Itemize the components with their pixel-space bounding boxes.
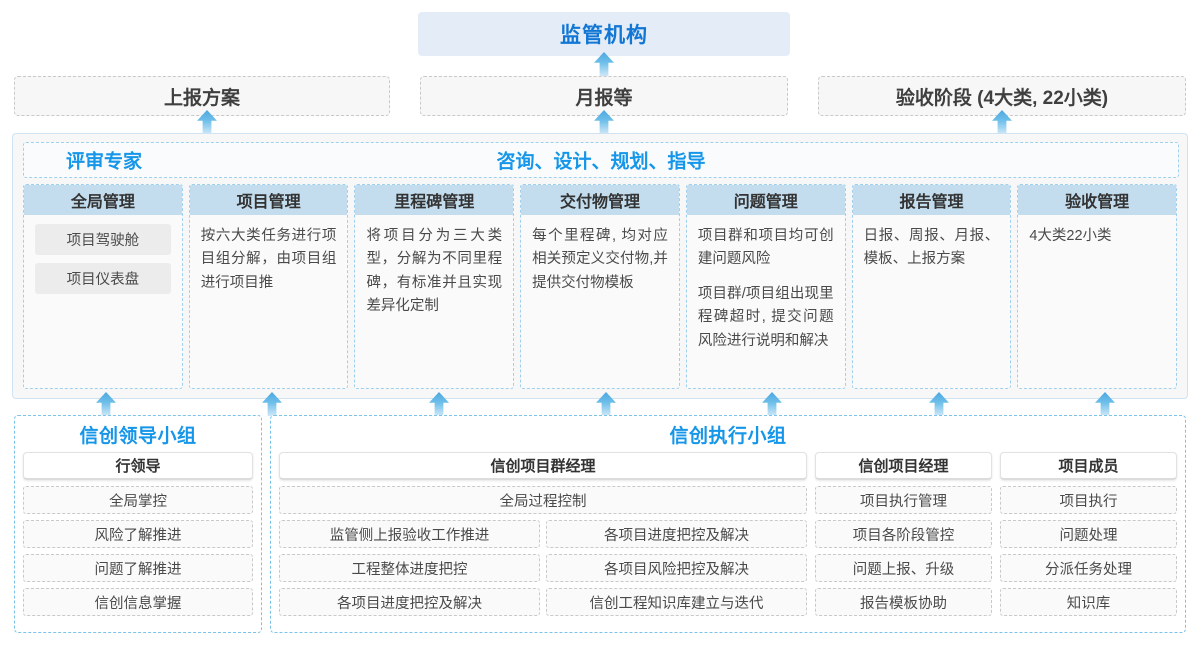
column-body: 项目群和项目均可创建问题风险 项目群/项目组出现里程碑超时, 提交问题风险进行说…	[687, 215, 845, 388]
column-body: 4大类22小类	[1018, 215, 1176, 388]
role-item[interactable]: 工程整体进度把控	[279, 554, 540, 582]
execution-group-title: 信创执行小组	[669, 426, 787, 447]
role-item[interactable]: 全局掌控	[23, 486, 253, 514]
role-program-manager: 信创项目群经理 全局过程控制 监管侧上报验收工作推进 工程整体进度把控 各项目进…	[279, 452, 807, 616]
role-bank-leader: 行领导 全局掌控 风险了解推进 问题了解推进 信创信息掌握	[23, 452, 253, 616]
role-title: 项目成员	[1000, 452, 1177, 480]
column-project-management[interactable]: 项目管理 按六大类任务进行项目组分解，由项目组进行项目推	[188, 184, 349, 389]
column-title: 里程碑管理	[355, 185, 514, 215]
column-paragraph: 将项目分为三大类型，分解为不同里程碑，有标准并且实现差异化定制	[366, 228, 503, 315]
program-manager-subcolumns: 监管侧上报验收工作推进 工程整体进度把控 各项目进度把控及解决 各项目进度把控及…	[279, 520, 807, 616]
report-plan-box: 上报方案	[14, 76, 390, 116]
role-item[interactable]: 风险了解推进	[23, 520, 253, 548]
column-paragraph: 按六大类任务进行项目组分解，由项目组进行项目推	[200, 228, 337, 291]
pill-item[interactable]: 项目仪表盘	[35, 263, 171, 294]
role-item[interactable]: 知识库	[1000, 588, 1177, 616]
execution-group: 信创执行小组 信创项目群经理 全局过程控制 监管侧上报验收工作推进 工程整体进度…	[270, 415, 1186, 633]
column-paragraph: 项目群和项目均可创建问题风险	[697, 228, 834, 268]
column-body: 日报、周报、月报、模板、上报方案	[853, 215, 1011, 388]
column-body: 每个里程碑, 均对应相关预定义交付物,并提供交付物模板	[521, 215, 679, 388]
role-project-member: 项目成员 项目执行 问题处理 分派任务处理 知识库	[1000, 452, 1177, 616]
role-item[interactable]: 各项目进度把控及解决	[546, 520, 807, 548]
column-global-management[interactable]: 全局管理 项目驾驶舱 项目仪表盘	[23, 184, 183, 389]
role-project-manager: 信创项目经理 项目执行管理 项目各阶段管控 问题上报、升级 报告模板协助	[815, 452, 992, 616]
column-title: 全局管理	[24, 185, 182, 215]
column-body: 将项目分为三大类型，分解为不同里程碑，有标准并且实现差异化定制	[355, 215, 513, 388]
role-title: 信创项目经理	[815, 452, 992, 480]
role-item[interactable]: 信创信息掌握	[23, 588, 253, 616]
role-item[interactable]: 问题了解推进	[23, 554, 253, 582]
column-title: 报告管理	[852, 185, 1011, 215]
role-item[interactable]: 信创工程知识库建立与迭代	[546, 588, 807, 616]
role-item[interactable]: 监管侧上报验收工作推进	[279, 520, 540, 548]
column-body: 按六大类任务进行项目组分解，由项目组进行项目推	[190, 215, 348, 388]
capability-columns: 全局管理 项目驾驶舱 项目仪表盘 项目管理 按六大类任务进行项目组分解，由项目组…	[23, 184, 1178, 389]
column-title: 问题管理	[686, 185, 845, 215]
role-item[interactable]: 项目各阶段管控	[815, 520, 992, 548]
column-issue-management[interactable]: 问题管理 项目群和项目均可创建问题风险 项目群/项目组出现里程碑超时, 提交问题…	[685, 184, 846, 389]
role-item[interactable]: 报告模板协助	[815, 588, 992, 616]
leadership-group-title: 信创领导小组	[79, 426, 197, 447]
column-title: 验收管理	[1018, 185, 1177, 215]
column-acceptance-management[interactable]: 验收管理 4大类22小类	[1017, 184, 1178, 389]
review-experts-label: 评审专家	[66, 151, 143, 173]
role-item[interactable]: 各项目进度把控及解决	[279, 588, 540, 616]
role-title: 行领导	[23, 452, 253, 480]
column-milestone-management[interactable]: 里程碑管理 将项目分为三大类型，分解为不同里程碑，有标准并且实现差异化定制	[354, 184, 515, 389]
acceptance-stage-box: 验收阶段 (4大类, 22小类)	[818, 76, 1186, 116]
regulator-box: 监管机构	[418, 12, 790, 56]
role-item[interactable]: 问题上报、升级	[815, 554, 992, 582]
column-title: 交付物管理	[521, 185, 679, 215]
column-paragraph: 每个里程碑, 均对应相关预定义交付物,并提供交付物模板	[532, 228, 668, 291]
role-item-full[interactable]: 全局过程控制	[279, 486, 807, 514]
program-manager-left-column: 监管侧上报验收工作推进 工程整体进度把控 各项目进度把控及解决	[279, 520, 540, 616]
column-paragraph: 日报、周报、月报、模板、上报方案	[863, 228, 1000, 268]
role-item[interactable]: 问题处理	[1000, 520, 1177, 548]
role-item[interactable]: 项目执行管理	[815, 486, 992, 514]
column-paragraph: 4大类22小类	[1029, 228, 1112, 244]
leadership-group: 信创领导小组 行领导 全局掌控 风险了解推进 问题了解推进 信创信息掌握	[14, 415, 262, 633]
role-item[interactable]: 各项目风险把控及解决	[546, 554, 807, 582]
role-item[interactable]: 分派任务处理	[1000, 554, 1177, 582]
column-report-management[interactable]: 报告管理 日报、周报、月报、模板、上报方案	[851, 184, 1012, 389]
consulting-panel: 评审专家 咨询、设计、规划、指导 全局管理 项目驾驶舱 项目仪表盘 项目管理 按…	[12, 133, 1188, 399]
column-paragraph: 项目群/项目组出现里程碑超时, 提交问题风险进行说明和解决	[697, 285, 834, 349]
consulting-header: 评审专家 咨询、设计、规划、指导	[23, 142, 1179, 178]
role-item[interactable]: 项目执行	[1000, 486, 1177, 514]
program-manager-right-column: 各项目进度把控及解决 各项目风险把控及解决 信创工程知识库建立与迭代	[546, 520, 807, 616]
consulting-scope-label: 咨询、设计、规划、指导	[496, 151, 706, 173]
execution-role-columns: 信创项目群经理 全局过程控制 监管侧上报验收工作推进 工程整体进度把控 各项目进…	[279, 452, 1177, 616]
pill-item[interactable]: 项目驾驶舱	[35, 224, 171, 255]
column-title: 项目管理	[189, 185, 348, 215]
column-deliverable-management[interactable]: 交付物管理 每个里程碑, 均对应相关预定义交付物,并提供交付物模板	[520, 184, 680, 389]
column-body: 项目驾驶舱 项目仪表盘	[24, 215, 182, 388]
role-title: 信创项目群经理	[279, 452, 807, 480]
